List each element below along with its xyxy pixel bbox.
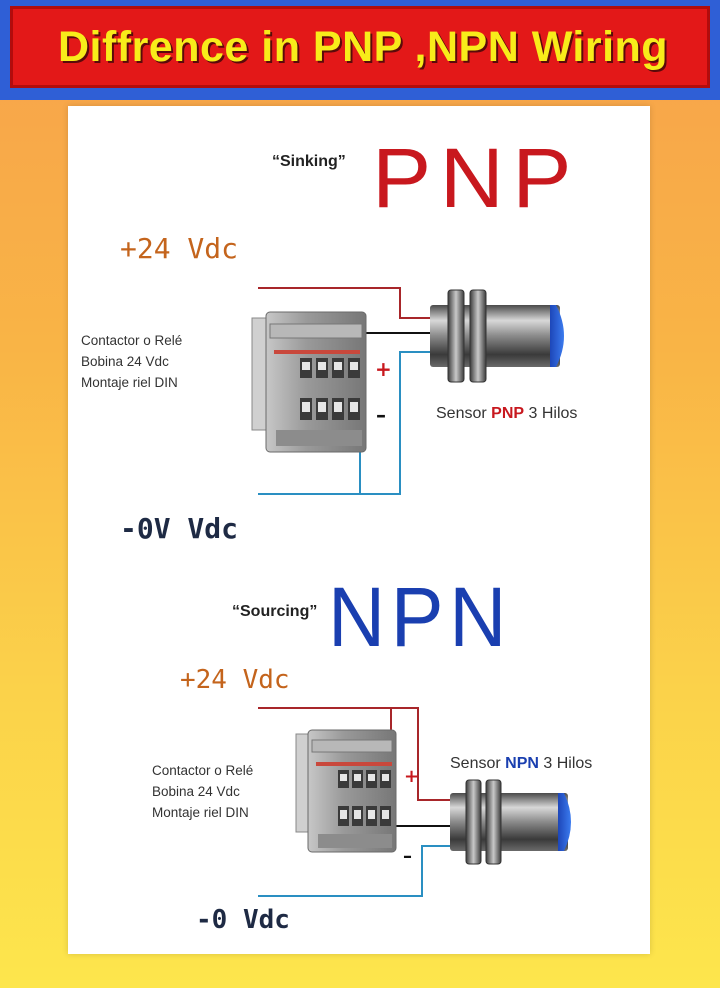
npn-contactor-icon: [295, 729, 397, 853]
npn-title: NPN: [328, 570, 512, 664]
npn-sensor-icon: [450, 779, 571, 865]
npn-ground-label: -0 Vdc: [196, 905, 290, 935]
pnp-supply-label: +24 Vdc: [120, 232, 238, 265]
pnp-sensor-type: PNP: [491, 405, 524, 422]
pnp-contactor-icon: [251, 311, 367, 453]
title-banner-red: Diffrence in PNP ,NPN Wiring: [10, 6, 710, 88]
npn-contactor-line-3: Montaje riel DIN: [152, 805, 249, 820]
npn-section: “Sourcing” NPN +24 Vdc + –: [152, 570, 592, 935]
pnp-sensor-label: Sensor PNP 3 Hilos: [436, 405, 577, 422]
pnp-sensor-suffix: 3 Hilos: [524, 405, 577, 422]
npn-sensor-type: NPN: [505, 755, 539, 772]
pnp-section: “Sinking” PNP +24 Vdc + –: [81, 131, 580, 545]
npn-sensor-prefix: Sensor: [450, 755, 505, 772]
pnp-contactor-label: Contactor o Relé Bobina 24 Vdc Montaje r…: [81, 333, 186, 390]
pnp-plus-sign: +: [375, 357, 392, 381]
title-banner: Diffrence in PNP ,NPN Wiring: [0, 0, 720, 100]
npn-contactor-line-2: Bobina 24 Vdc: [152, 784, 240, 799]
npn-wire-negative: [258, 845, 450, 897]
npn-mode-label: “Sourcing”: [232, 603, 317, 620]
npn-contactor-line-1: Contactor o Relé: [152, 763, 253, 778]
pnp-wire-positive: [258, 287, 430, 319]
npn-sensor-label: Sensor NPN 3 Hilos: [450, 755, 592, 772]
npn-sensor-suffix: 3 Hilos: [539, 755, 592, 772]
pnp-sensor-icon: [430, 289, 564, 383]
npn-plus-sign: +: [404, 766, 419, 787]
pnp-title: PNP: [372, 131, 580, 225]
pnp-contactor-line-2: Bobina 24 Vdc: [81, 354, 169, 369]
pnp-mode-label: “Sinking”: [272, 153, 346, 170]
pnp-contactor-line-3: Montaje riel DIN: [81, 375, 178, 390]
banner-title: Diffrence in PNP ,NPN Wiring: [57, 23, 669, 71]
pnp-minus-sign: –: [376, 403, 386, 427]
npn-contactor-label: Contactor o Relé Bobina 24 Vdc Montaje r…: [152, 763, 257, 820]
pnp-contactor-line-1: Contactor o Relé: [81, 333, 182, 348]
pnp-sensor-prefix: Sensor: [436, 405, 491, 422]
npn-wire-positive: [258, 707, 450, 801]
pnp-ground-label: -0V Vdc: [120, 512, 238, 545]
npn-minus-sign: –: [403, 846, 412, 867]
npn-supply-label: +24 Vdc: [180, 665, 290, 695]
pnp-wire-negative: [258, 351, 430, 495]
